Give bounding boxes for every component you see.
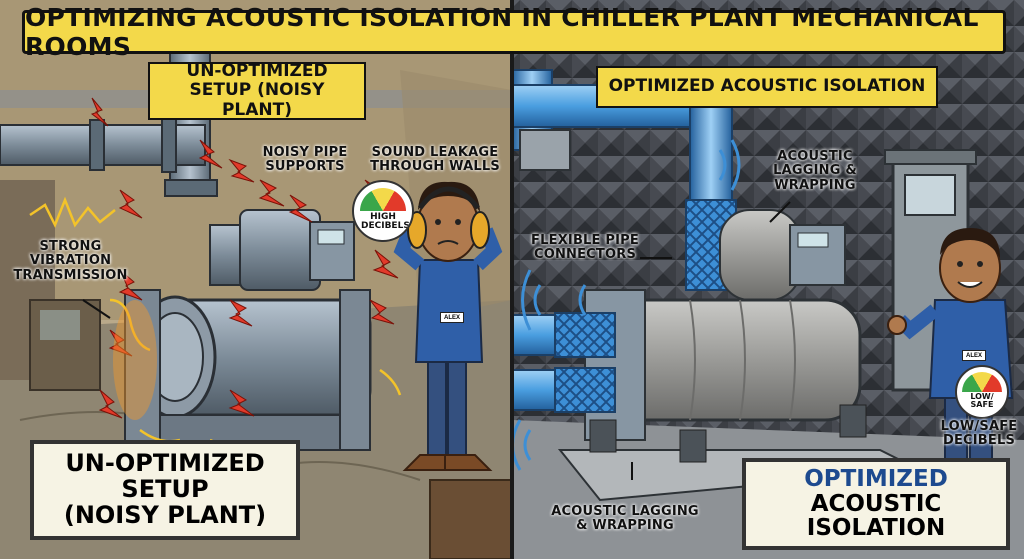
left-panel-header: UN-OPTIMIZED SETUP (NOISY PLANT) [148,60,366,120]
right-panel-header-text: OPTIMIZED ACOUSTIC ISOLATION [608,76,926,97]
left-worker [393,181,503,471]
callout-acoustic-lagging-bottom: ACOUSTIC LAGGING & WRAPPING [551,504,699,534]
heat-glow [113,300,157,420]
right-bottom-sign: OPTIMIZED ACOUSTIC ISOLATION [742,458,1010,550]
callout-noisy-pipe-supports: NOISY PIPE SUPPORTS [262,145,348,175]
left-bottom-sign: UN-OPTIMIZED SETUP (NOISY PLANT) [30,440,300,540]
gauge-arc [360,188,406,234]
right-sign-line1: OPTIMIZED [804,465,948,492]
left-sign-line1: UN-OPTIMIZED SETUP [65,449,265,504]
left-sign-line2: (NOISY PLANT) [63,500,267,529]
callout-acoustic-lagging-top: ACOUSTIC LAGGING & WRAPPING [773,149,857,193]
right-worker-name-badge: ALEX [962,350,986,361]
right-sign-line2: ACOUSTIC ISOLATION [806,490,946,542]
panel-divider [510,0,514,559]
low-safe-gauge: LOW/ SAFE [955,365,1009,419]
left-worker-name-badge: ALEX [440,312,464,323]
callout-sound-leakage: SOUND LEAKAGE THROUGH WALLS [370,145,500,175]
title-banner: OPTIMIZING ACOUSTIC ISOLATION IN CHILLER… [22,3,1006,61]
high-decibels-label: HIGH DECIBELS [361,212,410,231]
right-panel-header: OPTIMIZED ACOUSTIC ISOLATION [596,66,938,108]
main-title: OPTIMIZING ACOUSTIC ISOLATION IN CHILLER… [25,3,979,61]
low-safe-decibels-label: LOW/SAFE DECIBELS [940,419,1018,449]
low-safe-gauge-label: LOW/ SAFE [970,392,994,409]
callout-vibration-transmission: STRONG VIBRATION TRANSMISSION [13,239,128,283]
gauge-arc [962,372,1002,412]
high-decibels-gauge: HIGH DECIBELS [352,180,414,242]
callout-arrows [82,201,791,480]
callout-flexible-pipe-connectors: FLEXIBLE PIPE CONNECTORS [531,233,639,263]
noise-bolts [90,97,399,419]
left-panel-header-text: UN-OPTIMIZED SETUP (NOISY PLANT) [186,60,328,120]
